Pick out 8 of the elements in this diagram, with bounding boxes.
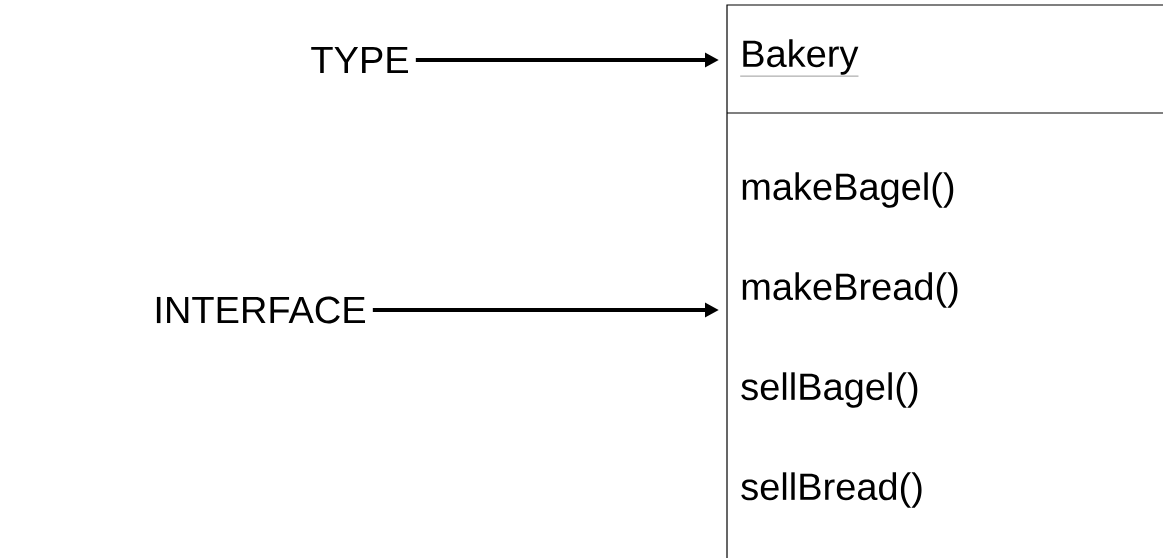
label-text: TYPE bbox=[311, 46, 408, 74]
class-box bbox=[726, 4, 1163, 558]
method-name: makeBagel() bbox=[742, 172, 954, 208]
method-name: sellBread() bbox=[741, 472, 922, 508]
label-text: INTERFACE bbox=[156, 296, 365, 324]
method-name: makeBread() bbox=[742, 272, 958, 308]
method-name: sellBagel() bbox=[741, 372, 918, 408]
class-name: Bakery bbox=[740, 39, 859, 77]
